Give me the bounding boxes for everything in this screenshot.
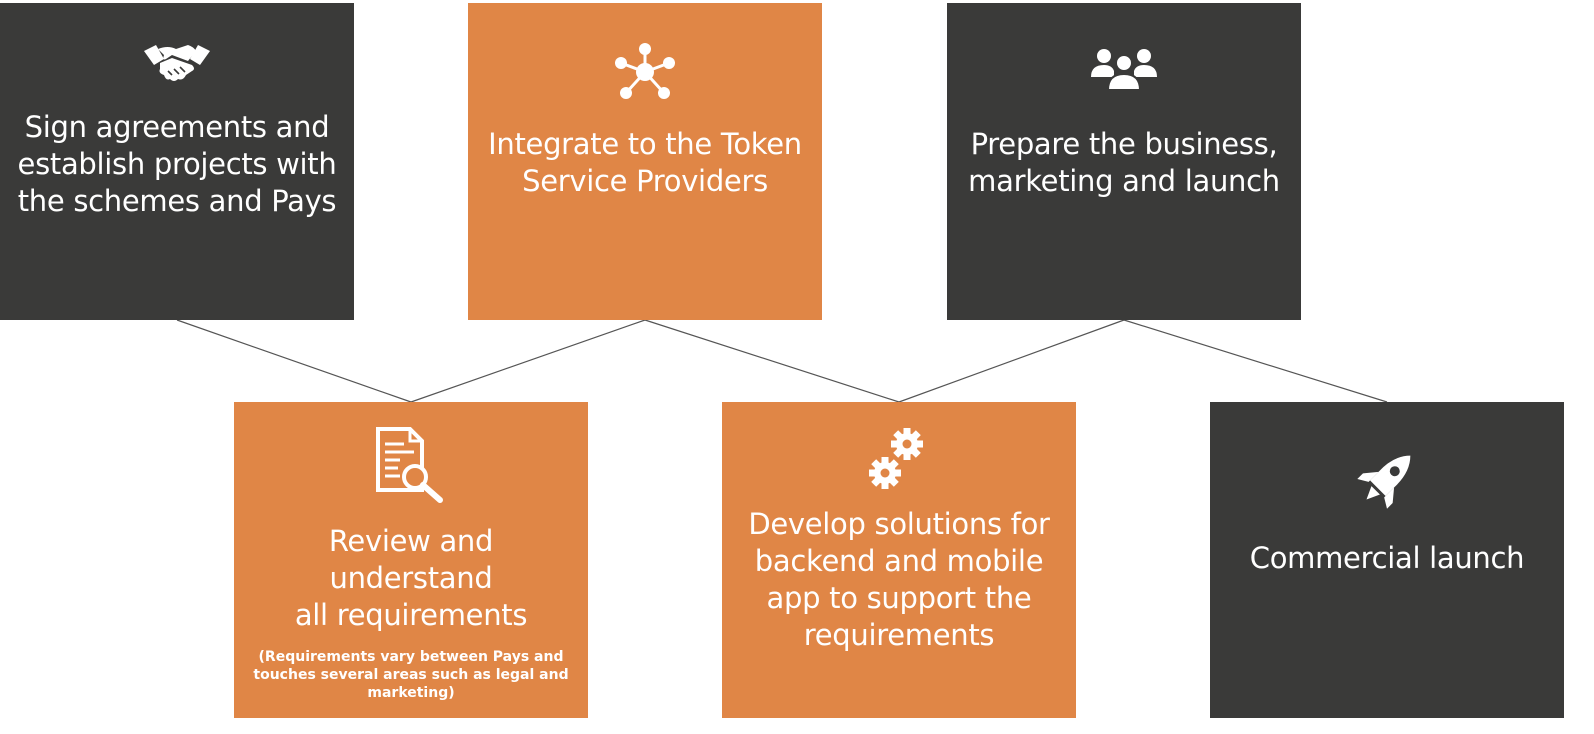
step-integrate-tsp: Integrate to the Token Service Providers [468, 3, 822, 320]
connector-prepare-develop [898, 319, 1125, 403]
note-line: marketing) [367, 685, 455, 701]
step-note: (Requirements vary between Pays and touc… [250, 648, 572, 702]
step-prepare-business: Prepare the business, marketing and laun… [947, 3, 1301, 320]
connector-integrate-review [410, 319, 646, 403]
step-develop-solutions: Develop solutions for backend and mobile… [722, 402, 1076, 718]
connector-integrate-develop [644, 319, 900, 403]
title-line: establish projects with [17, 147, 337, 181]
step-title: Develop solutions for backend and mobile… [736, 506, 1062, 654]
note-line: touches several areas such as legal and [253, 667, 569, 683]
gears-icon [722, 426, 1076, 492]
title-line: app to support the [766, 581, 1032, 615]
title-line: Develop solutions for [748, 507, 1050, 541]
people-group-icon [947, 47, 1301, 91]
step-title: Prepare the business, marketing and laun… [961, 126, 1287, 200]
title-line: Service Providers [522, 164, 768, 198]
title-line: all requirements [294, 598, 528, 632]
title-line: Review and understand [328, 524, 494, 595]
connector-prepare-launch [1123, 319, 1388, 403]
rocket-icon [1210, 444, 1564, 514]
step-title: Commercial launch [1224, 540, 1550, 577]
step-sign-agreements: Sign agreements and establish projects w… [0, 3, 354, 320]
step-title: Sign agreements and establish projects w… [14, 109, 340, 220]
step-commercial-launch: Commercial launch [1210, 402, 1564, 718]
title-line: requirements [803, 618, 995, 652]
network-hub-icon [468, 43, 822, 101]
title-line: marketing and launch [968, 164, 1280, 198]
title-line: Commercial launch [1249, 541, 1525, 575]
title-line: backend and mobile [754, 544, 1044, 578]
document-search-icon [234, 426, 588, 504]
title-line: Prepare the business, [970, 127, 1278, 161]
title-line: the schemes and Pays [17, 184, 337, 218]
connector-sign-review [176, 319, 412, 403]
step-title: Integrate to the Token Service Providers [482, 126, 808, 200]
title-line: Integrate to the Token [488, 127, 802, 161]
step-review-requirements: Review and understand all requirements (… [234, 402, 588, 718]
note-line: (Requirements vary between Pays and [258, 649, 564, 665]
step-title: Review and understand all requirements [248, 523, 574, 634]
handshake-icon [0, 41, 354, 87]
title-line: Sign agreements and [24, 110, 330, 144]
